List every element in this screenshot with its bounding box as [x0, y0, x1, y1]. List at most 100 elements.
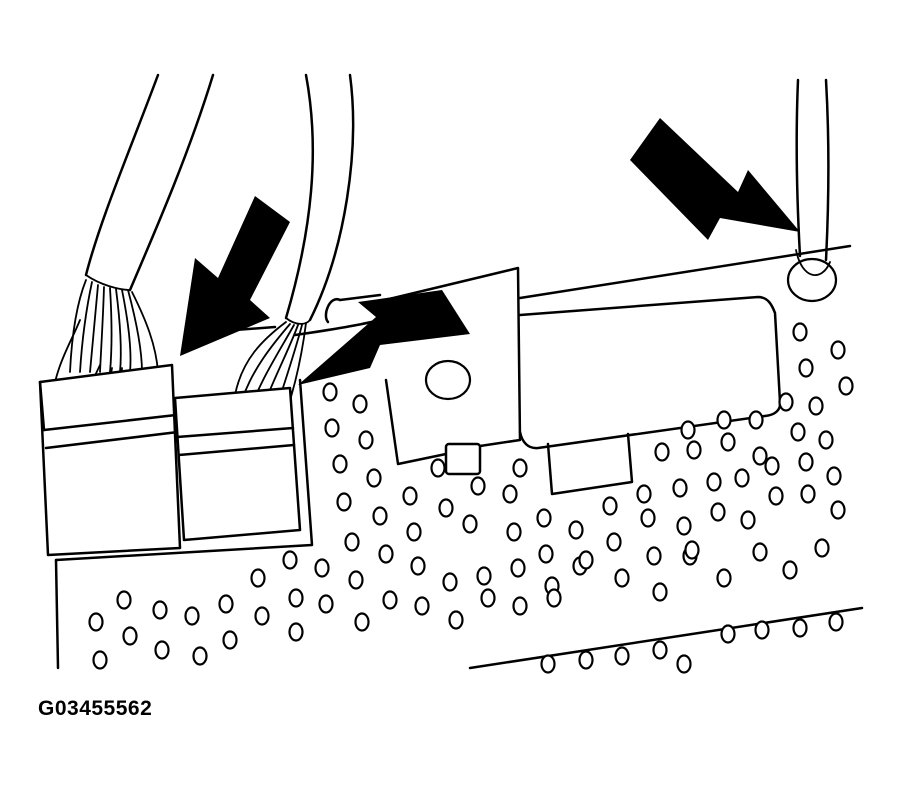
vent-hole	[602, 496, 618, 516]
vent-hole	[344, 532, 360, 552]
vent-hole	[740, 510, 756, 530]
vent-hole	[218, 594, 234, 614]
vent-hole	[800, 484, 816, 504]
vent-hole	[716, 568, 732, 588]
vent-hole	[782, 560, 798, 580]
vent-hole	[808, 396, 824, 416]
vent-hole	[152, 600, 168, 620]
vent-hole	[790, 422, 806, 442]
vent-hole	[614, 568, 630, 588]
vent-hole	[792, 322, 808, 342]
vent-hole	[410, 556, 426, 576]
arrow-ground-stud	[630, 118, 800, 240]
vent-hole	[640, 508, 656, 528]
vent-hole	[636, 484, 652, 504]
ground-stud	[786, 78, 838, 303]
vent-hole	[448, 610, 464, 630]
vent-hole	[184, 606, 200, 626]
vent-hole	[646, 546, 662, 566]
vent-hole	[318, 594, 334, 614]
vent-hole	[288, 622, 304, 642]
vent-hole	[222, 630, 238, 650]
mounting-bracket	[383, 266, 522, 476]
wire-harness-left	[49, 73, 215, 421]
vent-hole	[470, 476, 486, 496]
vent-hole	[382, 590, 398, 610]
vent-hole	[322, 382, 338, 402]
vent-hole	[402, 486, 418, 506]
arrow-right-connector	[298, 290, 470, 385]
vent-hole	[828, 612, 844, 632]
vent-hole	[378, 544, 394, 564]
vent-hole	[512, 596, 528, 616]
vent-hole	[652, 640, 668, 660]
vent-hole	[830, 500, 846, 520]
vent-hole	[254, 606, 270, 626]
vent-hole	[116, 590, 132, 610]
vent-hole	[752, 446, 768, 466]
connector-right	[173, 386, 302, 542]
vent-hole	[706, 472, 722, 492]
vent-hole	[88, 612, 104, 632]
vent-hole	[654, 442, 670, 462]
vent-hole	[546, 588, 562, 608]
vent-hole	[710, 502, 726, 522]
vent-hole	[768, 486, 784, 506]
vent-hole	[578, 550, 594, 570]
figure-id-label: G03455562	[38, 697, 153, 720]
vent-hole	[462, 514, 478, 534]
vent-hole	[578, 650, 594, 670]
vent-hole	[314, 558, 330, 578]
vent-hole	[606, 532, 622, 552]
vent-hole	[506, 522, 522, 542]
vent-hole	[798, 452, 814, 472]
vent-hole	[512, 458, 528, 478]
vent-hole	[288, 588, 304, 608]
vent-hole	[354, 612, 370, 632]
vent-hole	[814, 538, 830, 558]
label-plate	[518, 295, 782, 496]
vent-hole	[358, 430, 374, 450]
vent-hole	[480, 588, 496, 608]
vent-hole	[324, 418, 340, 438]
vent-hole	[826, 466, 842, 486]
vent-hole	[830, 340, 846, 360]
arrow-left-connector	[180, 196, 290, 356]
connector-left	[38, 363, 182, 557]
vent-hole	[372, 506, 388, 526]
vent-hole	[754, 620, 770, 640]
vent-hole	[778, 392, 794, 412]
vent-hole	[686, 440, 702, 460]
vent-hole	[798, 358, 814, 378]
vent-hole	[192, 646, 208, 666]
vent-hole	[792, 618, 808, 638]
vent-hole	[676, 654, 692, 674]
vent-hole	[536, 508, 552, 528]
vent-hole	[538, 544, 554, 564]
vent-hole	[614, 646, 630, 666]
vent-hole	[414, 596, 430, 616]
vent-hole	[748, 410, 764, 430]
vent-hole	[720, 432, 736, 452]
vent-hole	[442, 572, 458, 592]
vent-hole	[720, 624, 736, 644]
vent-hole	[676, 516, 692, 536]
vent-hole	[430, 458, 446, 478]
vent-hole	[672, 478, 688, 498]
vent-hole	[716, 410, 732, 430]
vent-hole	[250, 568, 266, 588]
callout-arrows	[180, 118, 800, 385]
vent-hole	[818, 430, 834, 450]
vent-hole	[684, 540, 700, 560]
vent-hole	[680, 420, 696, 440]
bracket-tab	[444, 442, 482, 476]
vent-hole	[510, 558, 526, 578]
vent-hole	[568, 520, 584, 540]
panel-vent-holes	[88, 322, 854, 674]
vent-hole	[348, 570, 364, 590]
vent-hole	[652, 582, 668, 602]
vent-hole	[476, 566, 492, 586]
vent-hole	[540, 654, 556, 674]
